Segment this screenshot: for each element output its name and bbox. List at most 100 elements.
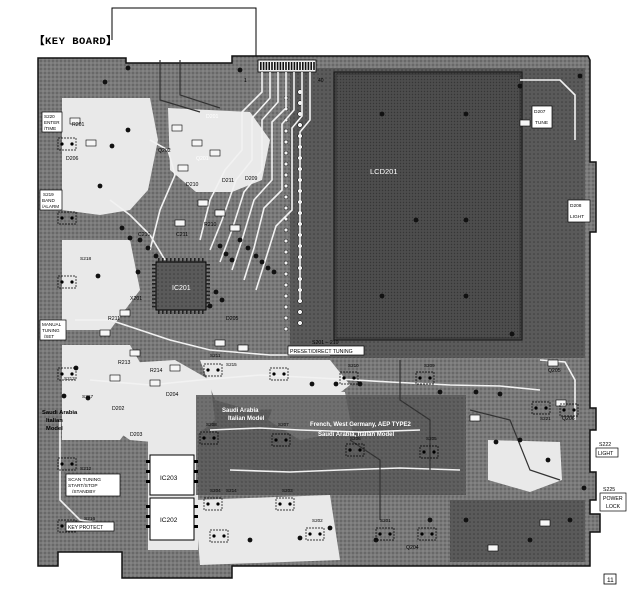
ic-pin bbox=[182, 310, 184, 314]
lcd-pad bbox=[283, 150, 289, 156]
page-number-box: 11 bbox=[603, 573, 617, 585]
pcb-hole bbox=[97, 183, 103, 189]
svg-text:S210: S210 bbox=[348, 363, 359, 368]
switch-contact bbox=[378, 532, 382, 536]
ic-pin bbox=[174, 258, 176, 262]
pcb-hole bbox=[265, 265, 271, 271]
svg-text:S214: S214 bbox=[226, 488, 237, 493]
switch-pad bbox=[339, 371, 359, 385]
switch-contact bbox=[348, 448, 352, 452]
pcb-hole bbox=[493, 439, 499, 445]
svg-text:/ALARM: /ALARM bbox=[42, 204, 59, 209]
svg-text:LIGHT: LIGHT bbox=[570, 214, 584, 220]
part-reference-labels: D201 D202 D203 D204 D205 D206 D209 D210 … bbox=[66, 114, 575, 551]
switch-contact bbox=[358, 448, 362, 452]
switch-pad bbox=[57, 457, 77, 471]
lcd-display bbox=[333, 71, 523, 341]
lcd-pad bbox=[283, 249, 289, 255]
switch-contact bbox=[284, 438, 288, 442]
lcd-pad bbox=[283, 293, 289, 299]
switch-pad bbox=[57, 211, 77, 225]
svg-text:X201: X201 bbox=[130, 296, 142, 302]
pcb-hole bbox=[463, 111, 469, 117]
lcd-pad bbox=[283, 304, 289, 310]
svg-text:PRESET/DIRECT TUNING: PRESET/DIRECT TUNING bbox=[290, 349, 353, 355]
ic-pin bbox=[202, 258, 204, 262]
ic-pin bbox=[206, 271, 210, 274]
ic-pin bbox=[206, 286, 210, 289]
svg-text:D209: D209 bbox=[245, 176, 258, 182]
ic-pin bbox=[206, 298, 210, 300]
svg-text:/STANDBY: /STANDBY bbox=[72, 489, 96, 495]
ic-pin bbox=[194, 310, 196, 314]
ic-pin bbox=[186, 258, 188, 262]
ic-pin bbox=[206, 290, 210, 293]
svg-text:S209: S209 bbox=[424, 363, 435, 368]
svg-text:S217: S217 bbox=[82, 394, 94, 400]
svg-text:S219: S219 bbox=[43, 192, 54, 197]
ic201-chip: IC201 bbox=[152, 258, 210, 314]
pcb-hole bbox=[245, 245, 251, 251]
connector-pin bbox=[310, 62, 312, 70]
ic-pin bbox=[152, 290, 156, 293]
lcd-pad bbox=[283, 183, 289, 189]
lcd-pad bbox=[283, 271, 289, 277]
svg-text:D205: D205 bbox=[226, 316, 239, 322]
ic-pin bbox=[202, 310, 204, 314]
connector-pin bbox=[268, 62, 270, 70]
svg-text:S208: S208 bbox=[206, 422, 217, 427]
connector-pin bbox=[271, 62, 273, 70]
pcb-hole bbox=[253, 253, 259, 259]
svg-text:S215: S215 bbox=[226, 362, 237, 367]
pcb-hole bbox=[247, 537, 253, 543]
ic203-chip: IC203 bbox=[146, 454, 198, 496]
svg-text:D206: D206 bbox=[66, 156, 79, 162]
switch-pad bbox=[199, 431, 219, 445]
switch-pad bbox=[271, 433, 291, 447]
switch-contact bbox=[206, 502, 210, 506]
ic-pin bbox=[152, 264, 156, 266]
switch-contact bbox=[70, 372, 74, 376]
label-preset-direct-tuning: S201 – 210 PRESET/DIRECT TUNING bbox=[287, 340, 365, 356]
svg-text:START/STOP: START/STOP bbox=[68, 483, 98, 489]
switch-contact bbox=[206, 368, 210, 372]
switch-contact bbox=[70, 280, 74, 284]
connector-pin bbox=[313, 62, 315, 70]
connector-pin bbox=[293, 62, 296, 70]
title-leader-line bbox=[111, 7, 257, 62]
svg-text:LOCK: LOCK bbox=[606, 504, 621, 510]
ic-pin bbox=[158, 258, 160, 262]
switch-contact bbox=[388, 532, 392, 536]
label-saudi-left: Saudi Arabia Italian Model bbox=[42, 410, 78, 432]
svg-text:/SET: /SET bbox=[44, 334, 54, 339]
label-s217: S217 bbox=[82, 394, 94, 400]
switch-contact bbox=[420, 532, 424, 536]
svg-text:Q204: Q204 bbox=[406, 545, 419, 551]
connector-pin bbox=[265, 62, 268, 70]
svg-text:LIGHT: LIGHT bbox=[598, 451, 614, 457]
pcb-hole bbox=[379, 111, 385, 117]
svg-text:D204: D204 bbox=[166, 392, 179, 398]
pcb-hole bbox=[333, 381, 339, 387]
switch-pad bbox=[57, 137, 77, 151]
connector-pin40: 40 bbox=[318, 78, 324, 84]
label-french: French, West Germany, AEP TYPE2 Saudi Ar… bbox=[310, 422, 411, 438]
switch-number-labels: S211 S210 S209 S208 S207 S206 S205 S204 … bbox=[64, 353, 551, 523]
lcd-pad bbox=[283, 227, 289, 233]
connector-pin bbox=[274, 62, 276, 70]
pcb-hole bbox=[545, 457, 551, 463]
ic-pin bbox=[194, 258, 196, 262]
svg-text:Italian: Italian bbox=[46, 418, 63, 424]
pcb-hole bbox=[85, 395, 91, 401]
switch-pad bbox=[305, 527, 325, 541]
svg-text:S222: S222 bbox=[599, 442, 611, 448]
svg-text:S205: S205 bbox=[426, 436, 437, 441]
svg-text:D208: D208 bbox=[570, 203, 582, 209]
pcb-hole bbox=[271, 269, 277, 275]
pcb-hole bbox=[207, 303, 213, 309]
lcd-pad bbox=[283, 128, 289, 134]
switch-contact bbox=[288, 502, 292, 506]
switch-contacts bbox=[57, 137, 579, 543]
switch-contact bbox=[318, 532, 322, 536]
